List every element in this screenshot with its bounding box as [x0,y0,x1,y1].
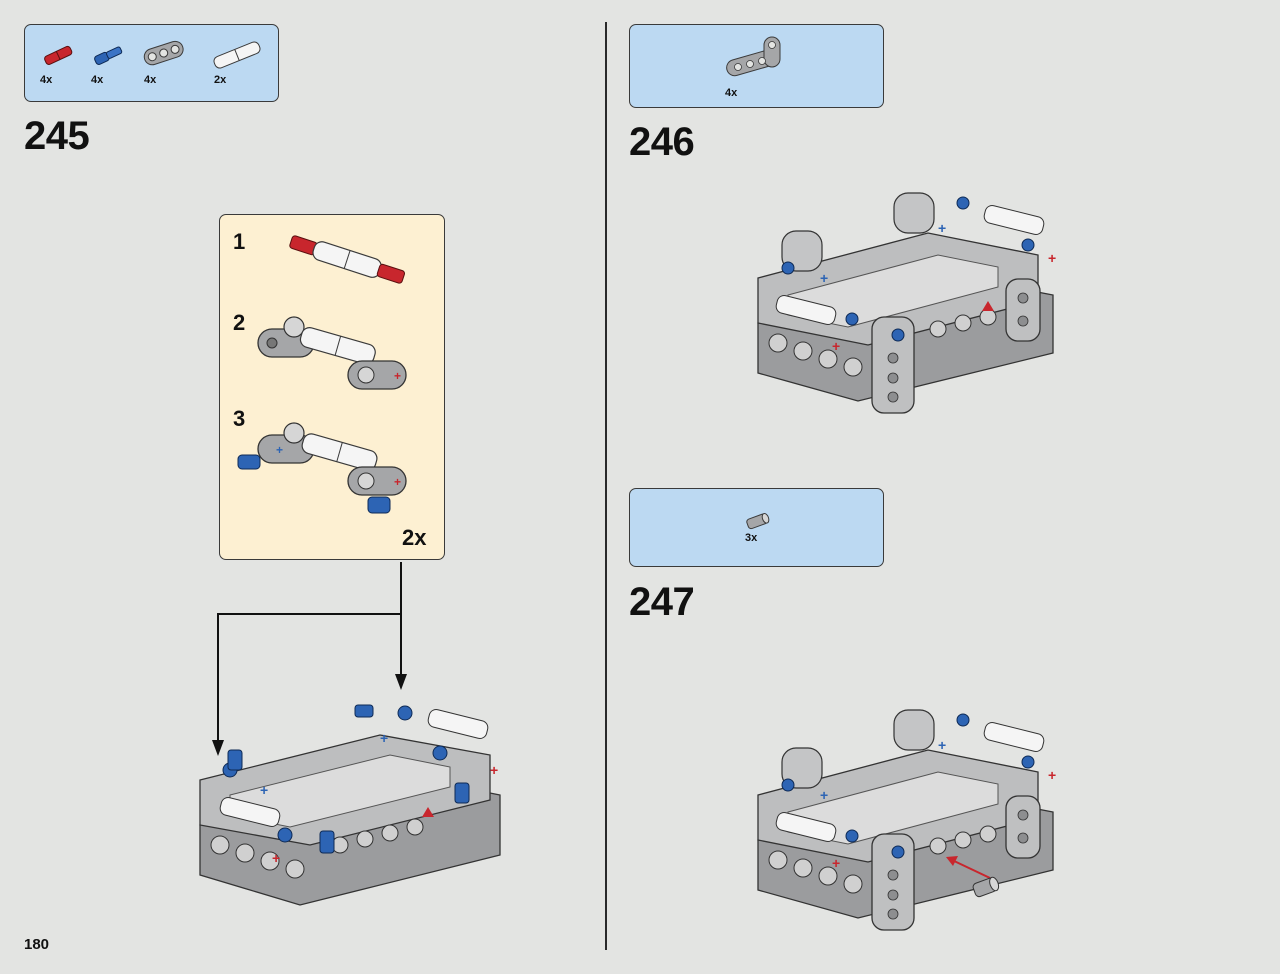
beam-axle-assembly-icon: + [257,316,407,390]
svg-text:+: + [380,730,388,746]
svg-text:+: + [820,270,828,286]
step-246-parts-callout: 4x [629,24,884,108]
step-247-parts-callout: 3x [629,488,884,567]
beam-pin-assembly-icon: + + [237,422,407,514]
white-axle-connector-icon [213,41,261,69]
svg-text:+: + [260,782,268,798]
svg-text:+: + [832,855,840,871]
svg-text:+: + [394,369,401,383]
step-245-model-illustration: + + + + [199,704,501,906]
gray-bent-beam-icon [726,36,781,77]
svg-text:+: + [832,338,840,354]
red-axle-pin-icon [44,45,73,65]
svg-text:+: + [820,787,828,803]
assembly-multiplier: 2x [402,525,427,550]
svg-text:+: + [394,475,401,489]
part-quantity: 4x [144,74,157,86]
svg-text:+: + [272,850,280,866]
part-quantity: 4x [91,74,104,86]
step-246-model-illustration: + + + + [757,192,1056,414]
part-quantity: 3x [745,532,758,544]
blue-axle-pin-icon [94,46,123,65]
part-quantity: 4x [725,87,738,99]
axle-assembly-icon [289,235,405,284]
sub-step-number: 2 [233,310,246,335]
part-quantity: 4x [40,74,53,86]
sub-step-number: 3 [233,406,246,431]
svg-text:+: + [938,737,946,753]
svg-text:+: + [1048,250,1056,266]
gray-connector-beam-icon [143,40,184,66]
step-245-parts-callout: 4x 4x 4x 2x [24,24,279,102]
step-number: 247 [629,580,695,624]
sub-step-number: 1 [233,229,246,254]
step-247-model-illustration: + + + + [757,709,1056,931]
svg-text:+: + [1048,767,1056,783]
page-number: 180 [24,936,50,953]
part-quantity: 2x [214,74,227,86]
svg-text:+: + [938,220,946,236]
sub-assembly-callout: 1 2 3 2x + + + [219,214,445,560]
step-number: 245 [24,114,90,158]
page-divider [605,22,607,950]
svg-text:+: + [276,443,283,457]
step-number: 246 [629,120,695,164]
svg-text:+: + [490,762,498,778]
gray-bush-icon [746,512,770,530]
